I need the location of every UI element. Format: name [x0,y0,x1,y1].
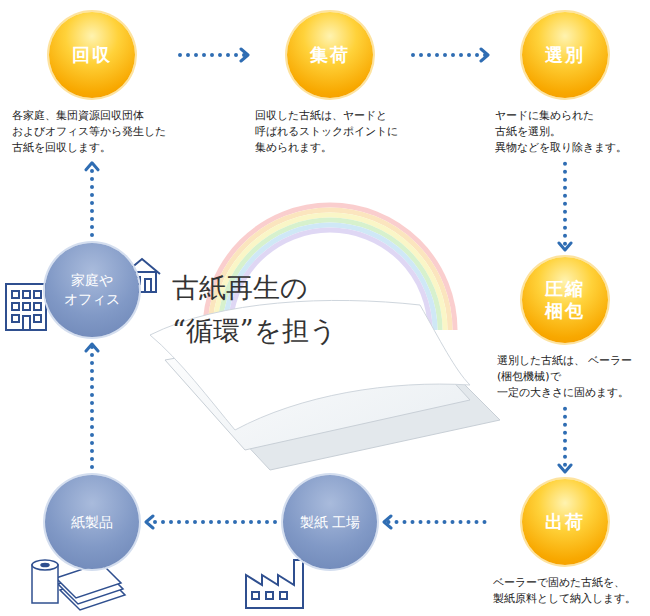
process-step: 集荷回収した古紙は、ヤードと 呼ばれるストックポイントに 集められます。 [255,12,405,156]
cycle-node: 紙製品 [45,475,139,569]
diagram-title: 古紙再生の “循環”を担う [172,266,472,352]
office-building [6,284,46,330]
flow-arrow [180,53,247,57]
flow-arrow [90,164,94,235]
step-label: 圧縮 梱包 [526,278,604,321]
step-description: ベーラーで固めた古紙を、 製紙原料として納入します。 [493,575,638,607]
step-label: 出荷 [526,511,604,533]
step-description: ヤードに集められた 古紙を選別。 異物などを取り除きます。 [495,108,635,156]
circle-shape: 選別 [522,12,608,98]
step-description: 回収した古紙は、ヤードと 呼ばれるストックポイントに 集められます。 [255,108,405,156]
step-label: 回収 [53,44,131,66]
circle-shape: 製紙 工場 [283,475,377,569]
factory-icon [246,560,303,608]
cycle-node: 製紙 工場 [283,475,377,569]
step-description: 選別した古紙は、 ベーラー(梱包機械)で 一定の大きさに固めます。 [497,353,633,401]
flow-arrow [385,520,485,524]
step-label: 製紙 工場 [291,513,369,532]
cycle-node: 家庭や オフィス [45,243,139,337]
paper-products [32,560,125,610]
step-description: 各家庭、集団資源回収団体 およびオフィス等から発生した 古紙を回収します。 [12,108,172,156]
circle-shape: 紙製品 [45,475,139,569]
circle-shape: 家庭や オフィス [45,243,139,337]
circle-shape: 圧縮 梱包 [522,257,608,343]
step-label: 選別 [526,44,604,66]
flow-arrow [563,164,567,249]
circle-shape: 回収 [49,12,135,98]
process-step: 選別ヤードに集められた 古紙を選別。 異物などを取り除きます。 [495,12,635,156]
step-label: 家庭や オフィス [53,271,131,309]
step-label: 集荷 [291,44,369,66]
process-step: 圧縮 梱包選別した古紙は、 ベーラー(梱包機械)で 一定の大きさに固めます。 [497,257,633,401]
process-step: 出荷ベーラーで固めた古紙を、 製紙原料として納入します。 [493,479,638,607]
flow-arrow [90,345,94,467]
circle-shape: 集荷 [287,12,373,98]
flow-arrow [413,53,487,57]
process-step: 回収各家庭、集団資源回収団体 およびオフィス等から発生した 古紙を回収します。 [12,12,172,156]
flow-arrow [147,520,275,524]
step-label: 紙製品 [53,513,131,532]
flow-arrow [563,409,567,471]
circle-shape: 出荷 [522,479,608,565]
